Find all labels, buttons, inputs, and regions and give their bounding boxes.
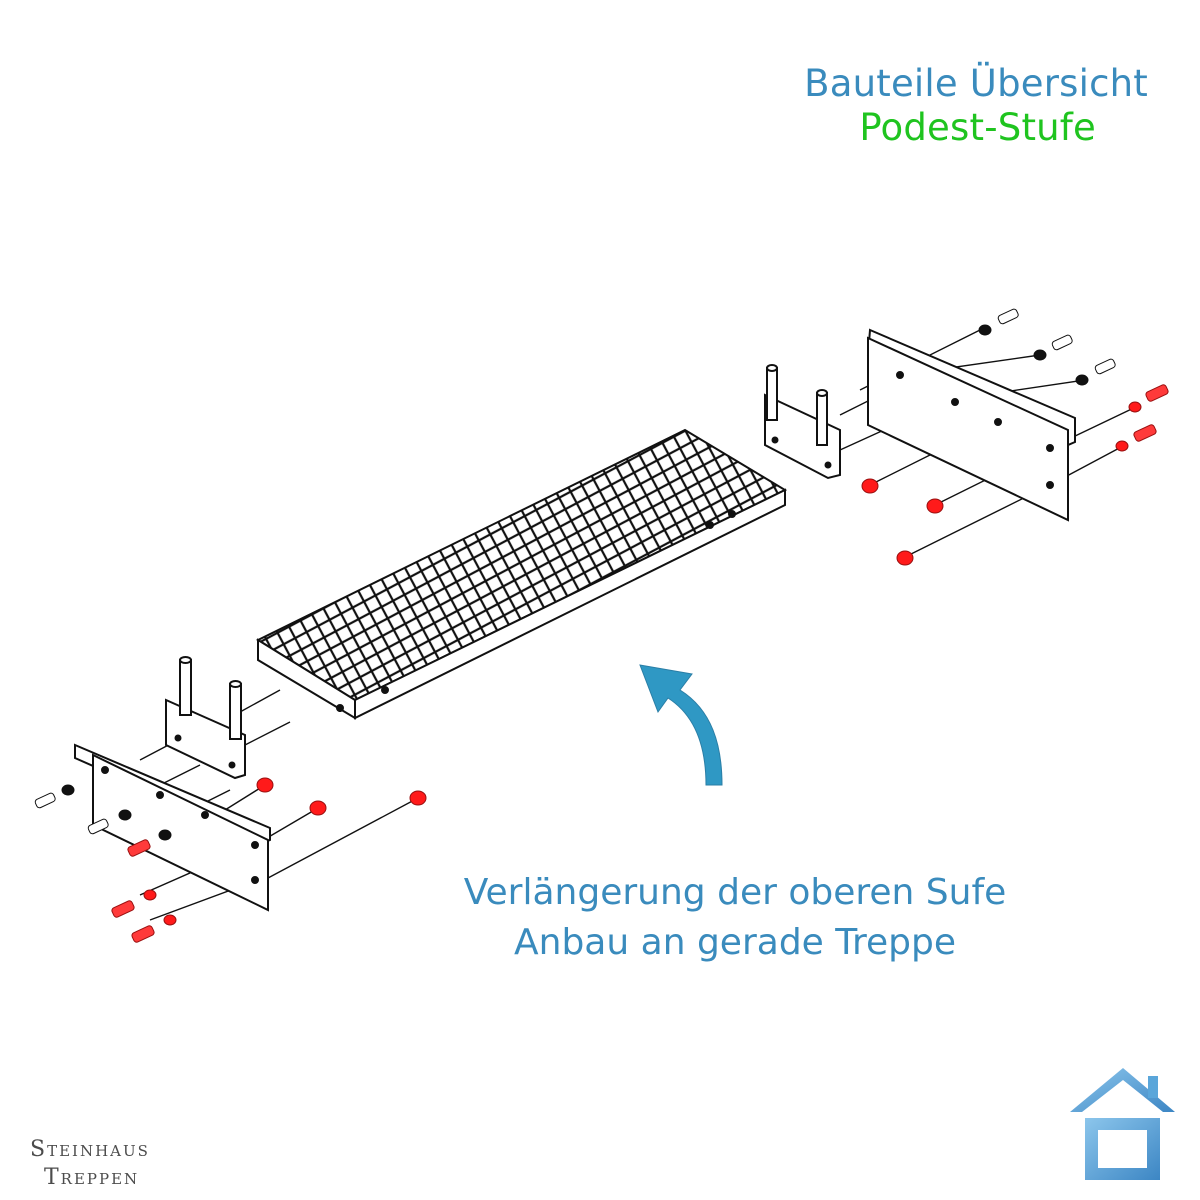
brand-line-1: Steinhaus	[30, 1137, 150, 1162]
right-bracket	[764, 364, 841, 480]
red-bolts-and-nuts	[111, 384, 1169, 943]
title-line-1: Bauteile Übersicht	[804, 62, 1148, 105]
grating-step	[255, 428, 788, 720]
left-bracket	[165, 656, 246, 780]
right-end-plate	[866, 328, 1076, 522]
page-title: Bauteile Übersicht Podest-Stufe	[548, 62, 1148, 150]
brand-wordmark: Steinhaus Treppen	[30, 1136, 150, 1192]
curved-arrow-icon	[639, 664, 723, 786]
caption-line-2: Anbau an gerade Treppe	[514, 922, 956, 963]
left-end-plate	[74, 743, 271, 912]
house-logo-icon	[1070, 1068, 1175, 1180]
black-bolts	[34, 308, 1116, 841]
caption-line-1: Verlängerung der oberen Sufe	[463, 872, 1007, 913]
title-line-2: Podest-Stufe	[859, 106, 1096, 149]
caption: Verlängerung der oberen Sufe Anbau an ge…	[430, 868, 1040, 968]
brand-line-2: Treppen	[44, 1165, 140, 1190]
